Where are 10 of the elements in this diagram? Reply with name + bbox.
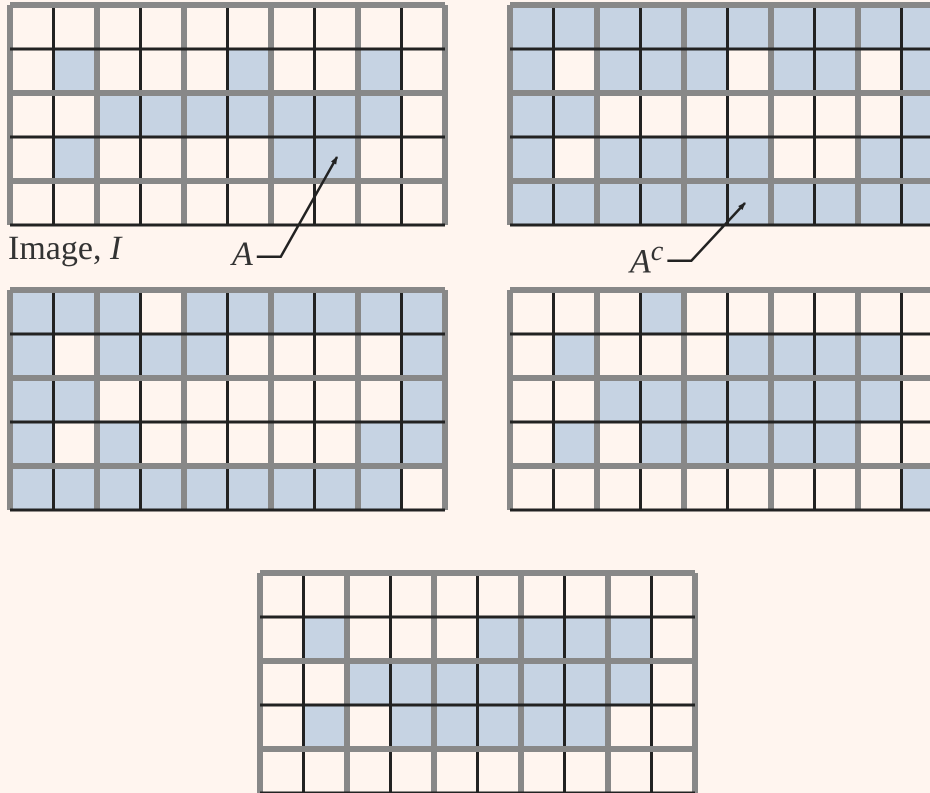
set-label: A (232, 238, 253, 272)
pixel-grid-drawing (10, 290, 445, 510)
pixel-grid-drawing (260, 573, 695, 793)
pixel-grid-drawing (10, 5, 445, 225)
pixel-grid-drawing (510, 5, 930, 225)
image-caption: Image, I (8, 232, 122, 266)
set-label: A$^{c}$ (630, 238, 664, 280)
leader-line (256, 156, 338, 258)
leader-line (667, 202, 746, 262)
pixel-grid-drawing (510, 290, 930, 510)
